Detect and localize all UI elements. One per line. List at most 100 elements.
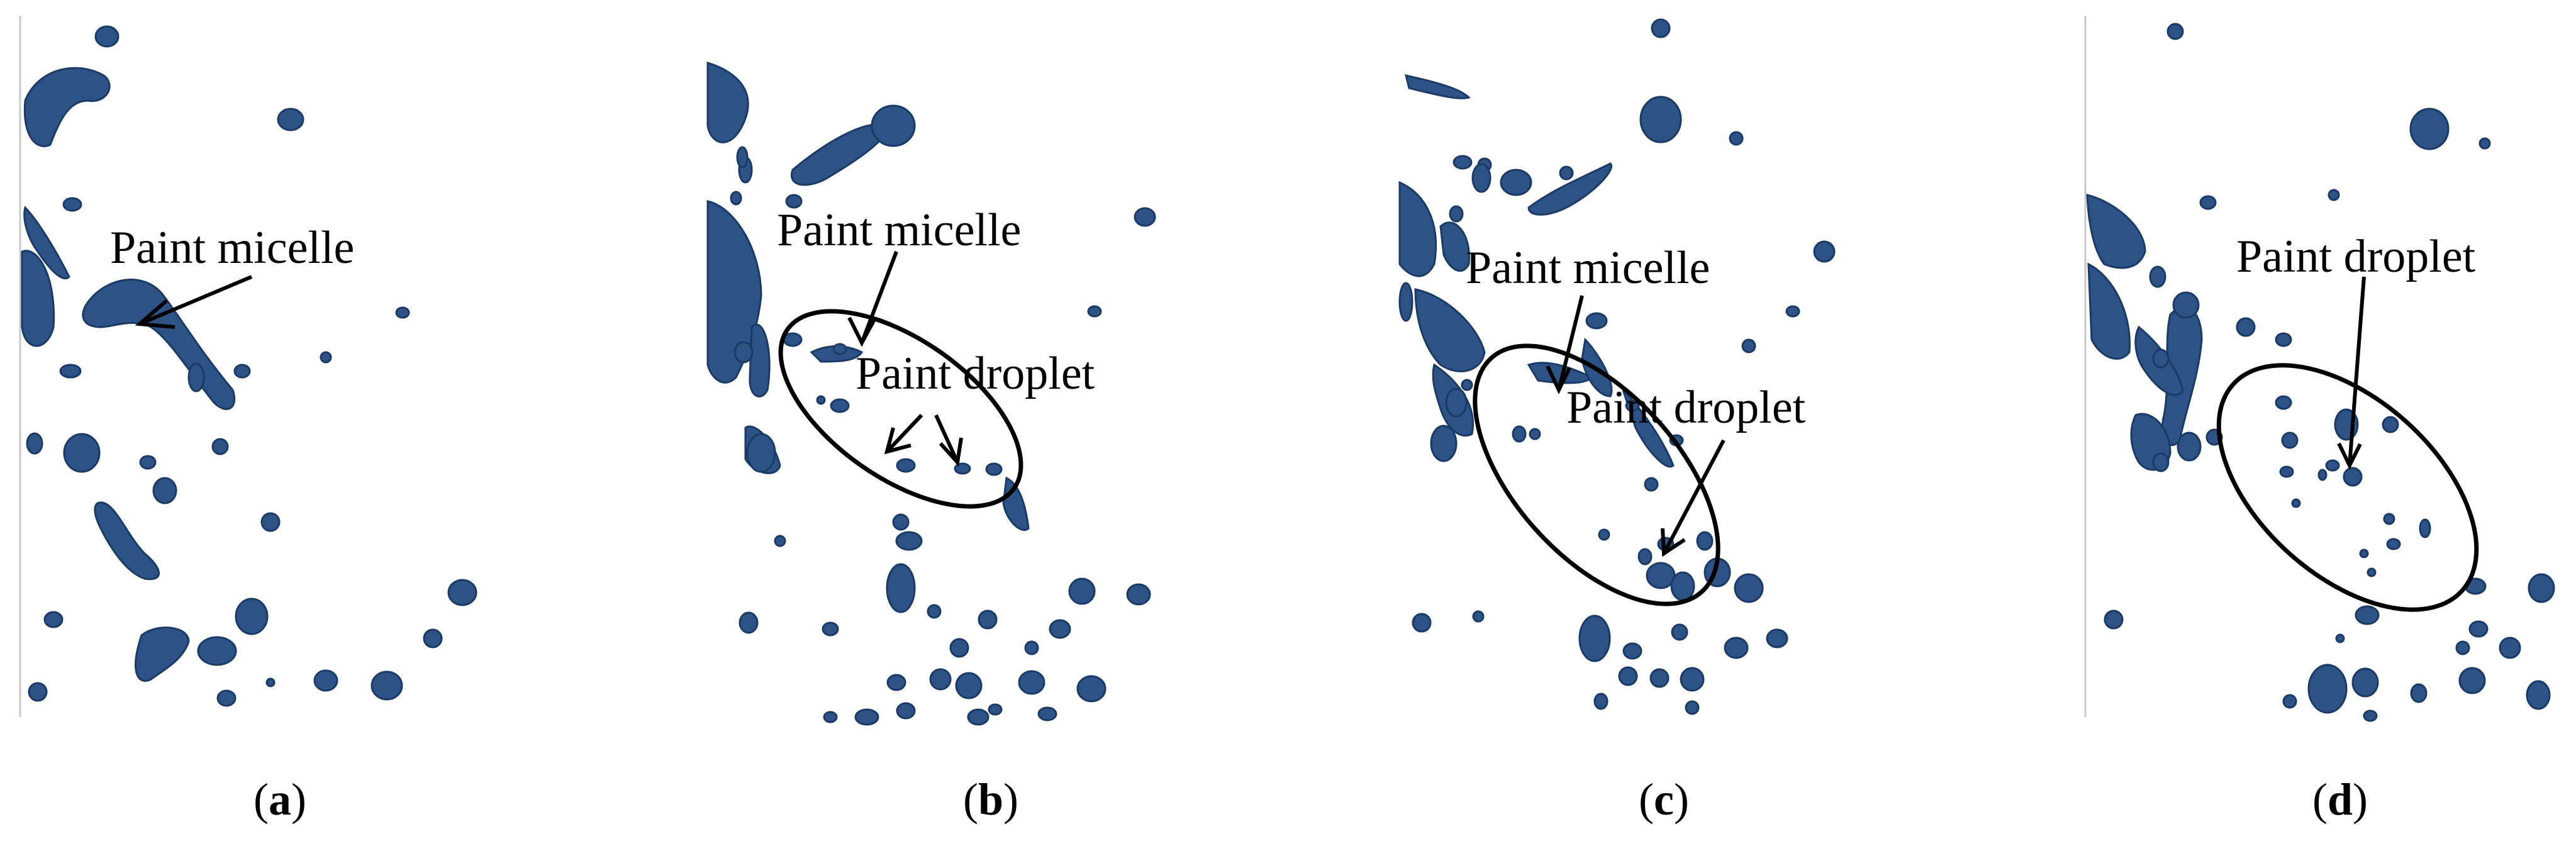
droplet <box>927 604 942 619</box>
droplet <box>1512 425 1527 443</box>
droplet <box>2383 513 2395 525</box>
highlight-ellipse <box>778 309 1023 509</box>
droplet <box>892 513 910 531</box>
arrow-head <box>847 316 876 347</box>
droplet <box>1618 666 1638 686</box>
droplet <box>2367 567 2377 577</box>
annotation-arrow <box>934 414 959 464</box>
micelle-blob <box>706 200 762 384</box>
droplet <box>736 146 749 169</box>
droplet <box>1644 477 1659 492</box>
droplet <box>2152 452 2170 472</box>
droplet <box>2499 637 2521 659</box>
droplet <box>1696 531 1714 551</box>
droplet <box>1724 637 1749 659</box>
droplet <box>2526 680 2551 710</box>
droplet <box>746 433 776 473</box>
droplet <box>2275 395 2292 410</box>
micelle-blob <box>135 626 190 682</box>
micelle-blob <box>21 250 55 347</box>
droplet <box>1500 169 1532 196</box>
droplet <box>1651 18 1671 38</box>
droplet <box>1559 165 1574 181</box>
droplet <box>871 104 916 147</box>
micelle-blob <box>23 206 70 279</box>
droplet <box>774 535 786 547</box>
droplet <box>1471 163 1492 193</box>
annotation-label: Paint droplet <box>2236 231 2476 282</box>
droplet <box>2328 189 2340 201</box>
droplet <box>371 671 403 701</box>
droplet <box>1813 240 1836 263</box>
droplet <box>1598 528 1610 541</box>
droplet <box>1766 628 1788 648</box>
droplet <box>1412 613 1432 633</box>
droplet <box>823 711 838 723</box>
droplet <box>2325 459 2340 472</box>
droplet <box>2317 469 2328 481</box>
droplet <box>233 364 251 379</box>
micelle-blob <box>1404 74 1471 99</box>
droplet <box>1649 668 1670 688</box>
droplet <box>1585 312 1608 330</box>
arrow-head <box>2337 442 2362 470</box>
droplet <box>2149 265 2166 288</box>
droplet <box>43 611 64 628</box>
panel-label-a: (a) <box>254 774 306 825</box>
droplet <box>63 433 101 473</box>
droplet <box>830 398 850 413</box>
droplet <box>2419 518 2431 538</box>
droplet <box>730 191 742 206</box>
droplet <box>197 636 237 666</box>
droplet <box>447 579 477 606</box>
droplet <box>2359 548 2369 559</box>
droplet <box>2104 609 2124 630</box>
arrow-head <box>1661 528 1686 557</box>
droplet <box>277 108 304 131</box>
micelle-blob <box>23 67 111 147</box>
droplet <box>1445 387 1468 418</box>
droplet <box>1037 706 1057 721</box>
droplet <box>1049 619 1071 639</box>
annotation-label: Paint micelle <box>777 204 1021 256</box>
droplet <box>2236 317 2256 337</box>
panel-b-render: Paint micelle Paint droplet <box>706 62 1156 726</box>
annotation-arrow <box>138 275 253 326</box>
droplet <box>26 432 43 455</box>
droplet <box>2335 633 2345 643</box>
droplet <box>2152 348 2170 369</box>
droplet <box>1087 305 1102 318</box>
panel-d: Paint droplet (d) <box>2076 0 2576 825</box>
droplet <box>1671 623 1688 641</box>
panel-a-render: Paint micelle <box>19 16 477 717</box>
arrow-head <box>884 427 912 455</box>
droplet <box>2410 683 2428 703</box>
annotation-arrow <box>1662 439 1726 555</box>
micelle-blob <box>1398 181 1437 277</box>
droplet <box>2382 416 2399 433</box>
droplet <box>139 455 157 470</box>
droplet <box>929 668 952 691</box>
droplet <box>28 682 48 702</box>
droplet <box>2282 694 2297 709</box>
droplet <box>1452 155 1473 170</box>
annotation-arrow <box>2348 276 2366 466</box>
droplet <box>1018 670 1045 695</box>
droplet <box>2275 332 2292 347</box>
micelle-blob <box>1527 162 1613 216</box>
panel-a: Paint micelle (a) <box>0 0 629 825</box>
droplet <box>2355 605 2380 625</box>
droplet <box>2281 431 2299 449</box>
droplet <box>985 462 1003 476</box>
droplet <box>2343 467 2363 487</box>
droplet <box>854 708 879 726</box>
droplet <box>2199 195 2217 210</box>
droplet <box>395 306 410 319</box>
droplet <box>2455 640 2470 655</box>
droplet <box>2468 620 2489 638</box>
droplet <box>1685 700 1700 715</box>
droplet <box>739 611 759 634</box>
droplet <box>152 477 177 504</box>
droplet <box>2291 498 2301 508</box>
droplet <box>949 638 969 658</box>
